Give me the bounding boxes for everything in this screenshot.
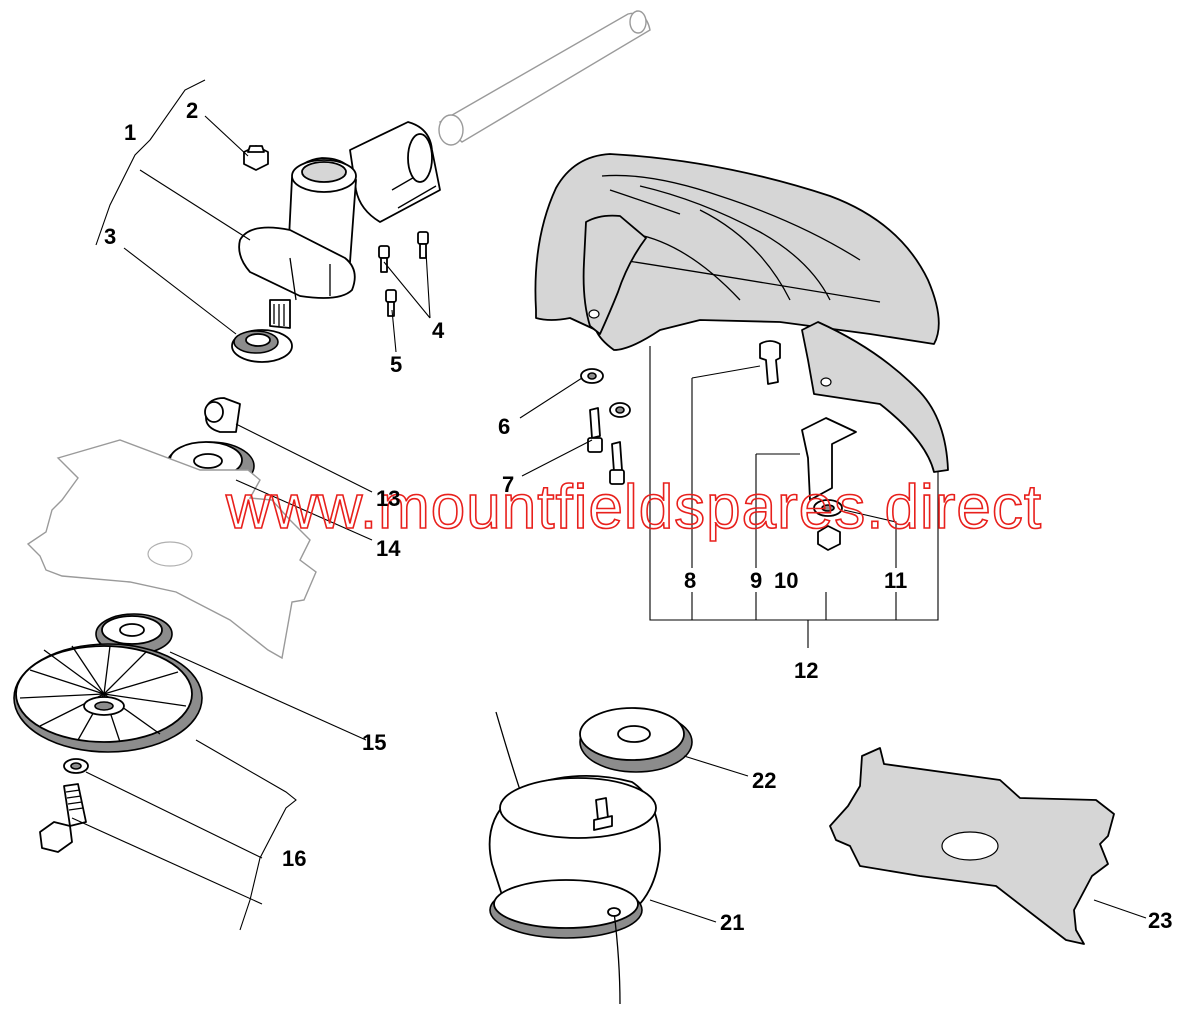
- callout-11: 11: [884, 568, 907, 593]
- callout-8: 8: [684, 568, 696, 593]
- callout-15: 15: [362, 730, 386, 755]
- head-screws: [378, 231, 429, 317]
- callout-3: 3: [104, 224, 116, 249]
- callout-10: 10: [774, 568, 798, 593]
- callout-22: 22: [752, 768, 776, 793]
- bushing: [204, 397, 241, 433]
- guard-hardware: [580, 340, 857, 551]
- spool-cap: [579, 707, 693, 773]
- drive-tube: [438, 10, 651, 146]
- blade-left: [26, 439, 317, 660]
- seal-ring: [231, 329, 293, 363]
- cover-plate: [13, 643, 203, 753]
- plug-screw: [243, 145, 269, 171]
- callout-6: 6: [498, 414, 510, 439]
- guard: [534, 153, 949, 473]
- watermark-text: www.mountfieldspares.direct: [225, 473, 1042, 542]
- gear-head: [238, 121, 441, 329]
- blade-right: [829, 747, 1115, 945]
- callout-5: 5: [390, 352, 402, 377]
- leader-lines: [71, 79, 1147, 931]
- callout-23: 23: [1148, 908, 1172, 933]
- callout-1: 1: [124, 120, 136, 145]
- callout-14: 14: [376, 536, 401, 561]
- trimmer-head: [488, 711, 661, 1005]
- callout-12: 12: [794, 658, 818, 683]
- callouts: 1 2 3 4 5 6 7 8 9 10 11 12 13 14 15 16 2…: [104, 98, 1172, 935]
- callout-4: 4: [432, 318, 445, 343]
- callout-2: 2: [186, 98, 198, 123]
- callout-21: 21: [720, 910, 744, 935]
- callout-9: 9: [750, 568, 762, 593]
- bolt: [39, 758, 89, 853]
- callout-13: 13: [376, 486, 400, 511]
- callout-16: 16: [282, 846, 306, 871]
- callout-7: 7: [502, 472, 514, 497]
